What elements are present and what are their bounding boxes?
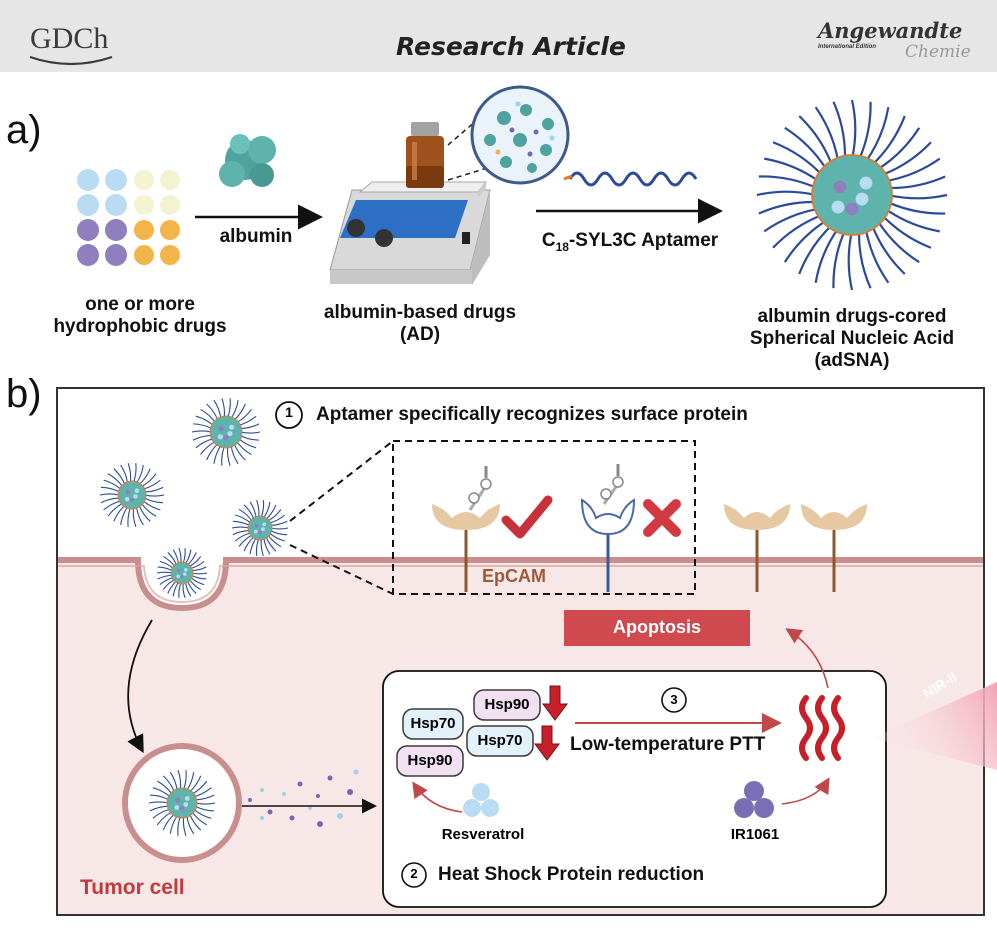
hsp70-pill-left <box>402 708 464 740</box>
step3-number: 3 <box>670 692 678 707</box>
drugs-label: one or more hydrophobic drugs <box>40 294 240 338</box>
adsna-large-icon <box>756 99 948 291</box>
panel-b-graphic <box>56 387 997 916</box>
hot-plate-stirrer-icon <box>329 181 491 285</box>
ir1061-icon <box>734 781 774 818</box>
panel-a-letter: a) <box>6 108 42 152</box>
step2-circle <box>401 862 427 888</box>
hsp70-right-label: Hsp70 <box>477 732 523 749</box>
step1-text: Aptamer specifically recognizes surface … <box>316 404 748 425</box>
epcam-label: EpCAM <box>482 566 546 586</box>
adsna-label-line2: Spherical Nucleic Acid <box>749 328 955 349</box>
vial-icon <box>406 122 444 188</box>
angewandte-chemie: Chemie <box>905 42 971 62</box>
gdch-logo: GDCh <box>30 22 109 55</box>
resveratrol-label: Resveratrol <box>441 826 525 843</box>
apoptosis-box <box>564 610 750 646</box>
cross-mark-icon <box>643 499 681 537</box>
step1-circle <box>275 401 303 429</box>
aptamer-strand-icon <box>568 171 698 187</box>
hsp70-left-label: Hsp70 <box>410 715 456 732</box>
check-mark-icon <box>501 495 553 539</box>
step3-circle <box>661 687 687 713</box>
drugs-label-line2: hydrophobic drugs <box>53 316 227 337</box>
released-drug-dots <box>248 769 359 827</box>
tumor-cell-label: Tumor cell <box>80 876 185 899</box>
ir1061-arrow <box>781 777 830 805</box>
aptamer-label-suffix: -SYL3C Aptamer <box>568 230 719 251</box>
hsp70-down-arrow <box>534 725 560 761</box>
ptt-label: Low-temperature PTT <box>570 734 766 755</box>
aptamer-label-prefix: C <box>541 230 556 251</box>
angewandte-logo: Angewandte <box>818 18 963 43</box>
heat-waves-icon <box>799 695 845 761</box>
ad-label-line2: (AD) <box>399 324 441 345</box>
step2-text: Heat Shock Protein reduction <box>438 864 705 885</box>
ir1061-label: IR1061 <box>730 826 780 843</box>
resveratrol-icon <box>463 783 499 817</box>
cell-membrane <box>58 557 983 612</box>
non-target-receptor <box>580 464 636 592</box>
adsna-label: albumin drugs-cored Spherical Nucleic Ac… <box>722 306 982 372</box>
adsna-in-endosome <box>148 770 216 836</box>
aptamer-label-subscript: 18 <box>555 239 569 254</box>
ad-zoom-bubble <box>470 85 570 185</box>
albumin-arrow-label: albumin <box>219 226 293 247</box>
free-receptor-1 <box>724 504 790 592</box>
endocytosis-arrow <box>127 619 153 754</box>
heat-to-apoptosis-arrow <box>785 628 829 689</box>
resveratrol-arrow <box>412 781 463 813</box>
hsp90-pill-bottom <box>396 745 464 777</box>
ad-label-line1: albumin-based drugs <box>323 302 517 323</box>
ad-label: albumin-based drugs (AD) <box>300 302 540 346</box>
journal-header <box>0 0 997 72</box>
hsp90-pill-top <box>473 689 541 721</box>
panel-b-letter: b) <box>6 372 42 416</box>
adsna-label-line1: albumin drugs-cored <box>757 306 947 327</box>
zoom-box <box>392 440 696 595</box>
nir-beam <box>872 682 997 770</box>
adsna-label-line3: (adSNA) <box>814 350 890 371</box>
aptamer-arrow-label: C18-SYL3C Aptamer <box>525 230 735 258</box>
gdch-logo-swoosh <box>29 55 113 66</box>
hsp90-bottom-label: Hsp90 <box>407 752 453 769</box>
hsp90-down-arrow <box>542 685 568 721</box>
epcam-receptor-bound <box>432 466 500 592</box>
adsna-small-particles <box>99 398 289 599</box>
drugs-label-line1: one or more <box>85 294 195 315</box>
hsp70-pill-right <box>466 725 534 757</box>
free-receptor-2 <box>801 504 867 592</box>
step1-number: 1 <box>285 404 293 420</box>
angewandte-edition: International Edition <box>818 44 876 50</box>
hsp90-top-label: Hsp90 <box>484 696 530 713</box>
albumin-protein-icon <box>219 134 276 187</box>
article-type-title: Research Article <box>396 32 626 61</box>
panel-a-graphic <box>77 85 948 291</box>
apoptosis-label: Apoptosis <box>613 617 701 637</box>
hydrophobic-drugs-dots <box>77 169 180 266</box>
step2-number: 2 <box>410 866 418 881</box>
